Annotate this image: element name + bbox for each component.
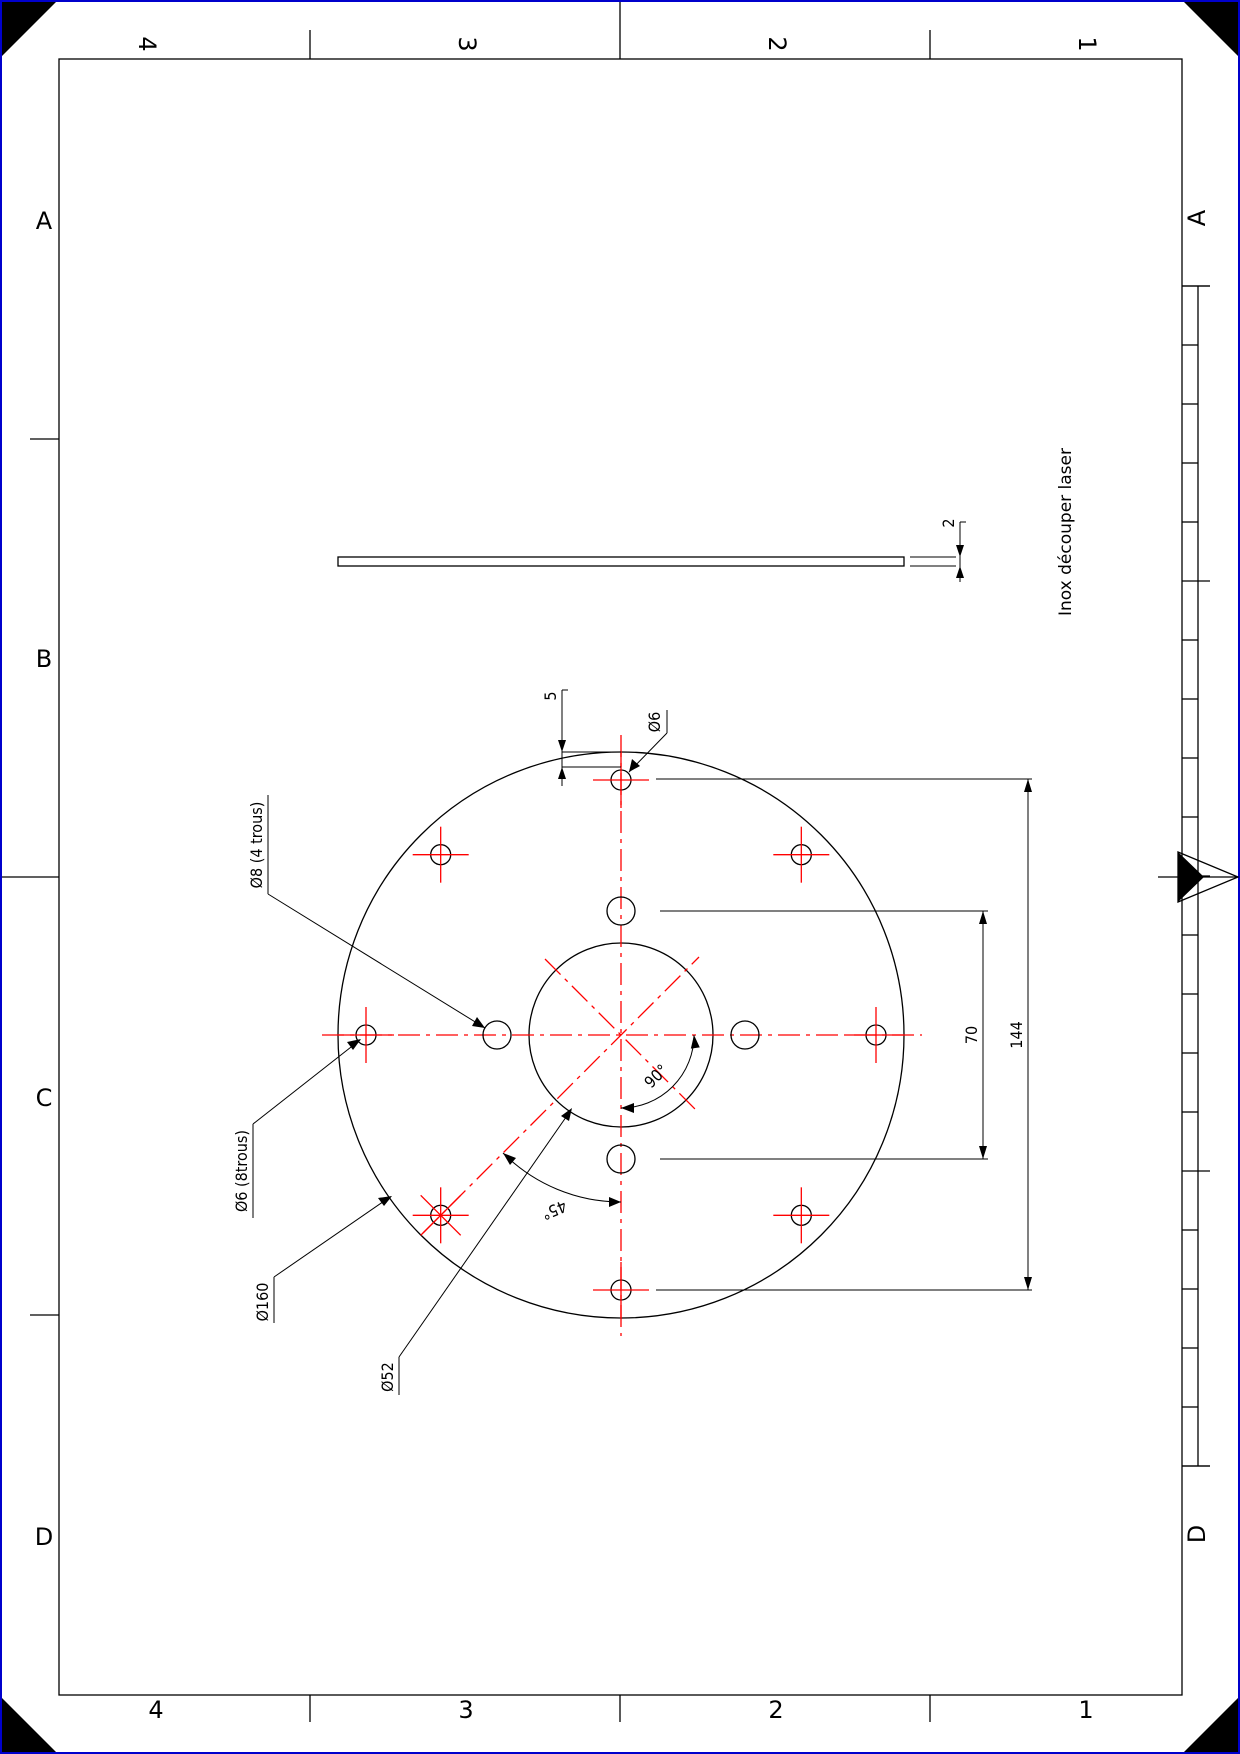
span-inner-label: 70 — [962, 1026, 981, 1044]
zone-right-A: A — [1183, 209, 1211, 226]
corner-mark-top-left-2 — [2, 2, 56, 56]
hole-top-label: Ø6 — [645, 712, 664, 732]
zone-left-C: C — [36, 1084, 53, 1112]
angle-90-label: 90° — [640, 1060, 671, 1091]
holes-8-label: Ø6 (8trous) — [232, 1130, 251, 1212]
zone-bottom-2: 2 — [768, 1696, 783, 1724]
corner-mark-bottom-right — [1184, 1698, 1238, 1752]
material-note: Inox découper laser — [1056, 448, 1076, 616]
zone-left-A: A — [36, 207, 53, 235]
centerline-diag-2 — [544, 958, 700, 1114]
zone-bottom-1: 1 — [1078, 1696, 1093, 1724]
zone-bottom-4: 4 — [148, 1696, 163, 1724]
zone-right-D: D — [1183, 1525, 1211, 1543]
hole-d8-top — [606, 896, 636, 926]
outer-diameter-label: Ø160 — [253, 1283, 272, 1322]
holes-4-label: Ø8 (4 trous) — [247, 802, 266, 889]
zone-top-2: 2 — [763, 36, 791, 51]
zone-left-D: D — [35, 1523, 53, 1551]
corner-mark-top-right — [1184, 2, 1238, 56]
inner-diameter-label: Ø52 — [378, 1362, 397, 1392]
corner-mark-bottom-left — [2, 1698, 56, 1752]
centering-mark — [1158, 851, 1240, 903]
zone-bottom-3: 3 — [458, 1696, 473, 1724]
angle-45-label: 45° — [539, 1196, 570, 1223]
thickness-label: 2 — [939, 518, 958, 527]
side-view-plate: 2 — [337, 518, 966, 582]
edge-offset-label: 5 — [541, 691, 560, 700]
hole-d8-right — [730, 1020, 760, 1050]
hole-diag-mark — [420, 1194, 462, 1236]
zone-top-3: 3 — [453, 36, 481, 51]
front-view: 90° 45° 5 Ø6 Ø8 (4 trous) Ø6 (8trous) — [232, 689, 1032, 1395]
hole-d8-bottom — [606, 1144, 636, 1174]
zone-left-B: B — [36, 645, 52, 673]
centerline-diag-1 — [422, 956, 700, 1234]
zone-top-1: 1 — [1073, 36, 1101, 51]
zone-top-4: 4 — [133, 36, 161, 51]
span-outer-label: 144 — [1007, 1021, 1026, 1048]
hole-d8-left — [482, 1020, 512, 1050]
